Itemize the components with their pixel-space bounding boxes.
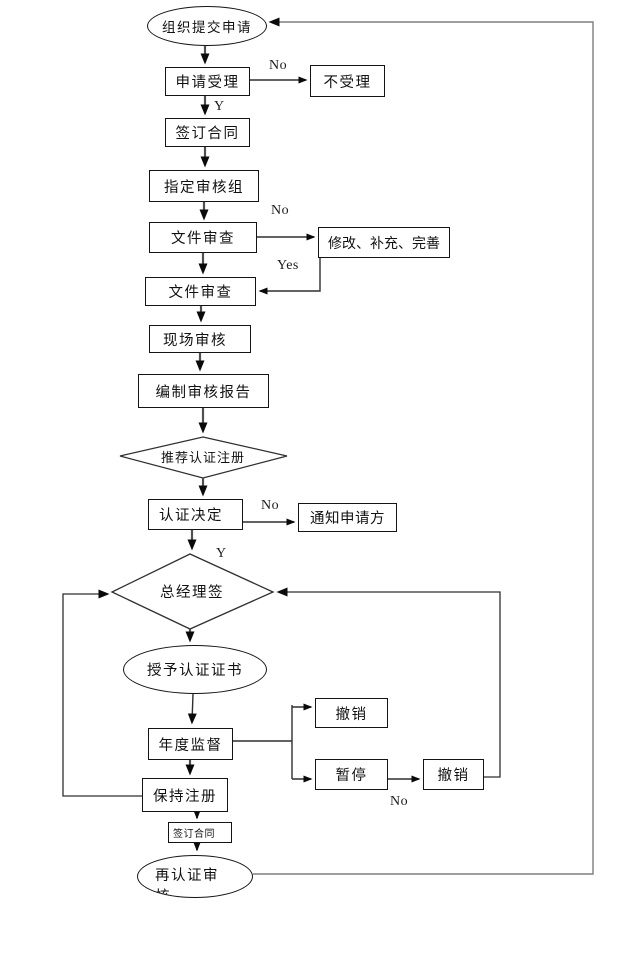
- edge-label-document-review-no: No: [271, 203, 290, 218]
- node-document-review-1: 文件审查: [149, 222, 257, 253]
- edge-revoke-loop-to-gm: [276, 587, 501, 778]
- node-annual-supervision: 年度监督: [148, 728, 233, 760]
- node-revoke-upper: 撤销: [315, 698, 388, 728]
- node-maintain-registration: 保持注册: [142, 778, 228, 812]
- node-not-accepted: 不受理: [310, 65, 385, 97]
- grant-certificate-label: 授予认证证书: [147, 663, 243, 679]
- node-assign-audit-team: 指定审核组: [149, 170, 259, 202]
- notify-applicant-label: 通知申请方: [310, 511, 385, 527]
- submit-application-label: 组织提交申请: [162, 20, 252, 35]
- node-modify-supplement-improve: 修改、补充、完善: [318, 227, 450, 258]
- document-review-1-label: 文件审查: [171, 231, 235, 247]
- node-notify-applicant: 通知申请方: [298, 503, 397, 532]
- annual-supervision-label: 年度监督: [158, 737, 223, 754]
- revoke-lower-label: 撤销: [437, 768, 470, 784]
- modify-supplement-improve-label: 修改、补充、完善: [328, 236, 440, 252]
- general-manager-sign-label: 总经理签: [132, 580, 252, 602]
- edge-label-decision-no: No: [261, 498, 280, 513]
- maintain-registration-label: 保持注册: [153, 788, 217, 805]
- recommend-registration-label: 推荐认证注册: [143, 446, 263, 466]
- node-grant-certificate: 授予认证证书: [123, 645, 267, 694]
- assign-audit-team-label: 指定审核组: [164, 179, 244, 196]
- recommend-registration-text: 推荐认证注册: [160, 449, 245, 465]
- edge-label-suspend-no: No: [390, 794, 409, 809]
- node-application-acceptance: 申请受理: [165, 67, 250, 96]
- certification-decision-label: 认证决定: [159, 508, 223, 524]
- not-accepted-label: 不受理: [323, 74, 372, 91]
- node-sign-contract-2: 签订合同: [168, 822, 232, 843]
- prepare-audit-report-label: 编制审核报告: [155, 384, 252, 401]
- edge-modify-yes-return: [258, 258, 321, 295]
- node-sign-contract: 签订合同: [165, 118, 250, 147]
- edge-label-acceptance-no: No: [269, 58, 288, 73]
- application-acceptance-label: 申请受理: [175, 75, 240, 91]
- document-review-2-label: 文件审查: [168, 285, 233, 301]
- node-suspend: 暂停: [315, 759, 388, 790]
- suspend-label: 暂停: [335, 768, 368, 784]
- edge-recert-loop-to-submit: [253, 17, 594, 875]
- recertification-audit-label: 再认证审核: [155, 868, 219, 898]
- edge-label-acceptance-yes: Y: [214, 99, 225, 114]
- edge-maintain-loop-to-gm: [62, 589, 142, 797]
- edge-label-decision-yes: Y: [216, 546, 227, 561]
- node-prepare-audit-report: 编制审核报告: [138, 374, 269, 408]
- node-revoke-lower: 撤销: [423, 759, 484, 790]
- node-document-review-2: 文件审查: [145, 277, 256, 306]
- edge-certificate-to-supervision: [187, 693, 197, 725]
- onsite-audit-label: 现场审核: [163, 332, 227, 349]
- node-submit-application: 组织提交申请: [147, 6, 267, 46]
- node-recertification-audit: 再认证审核: [137, 855, 253, 898]
- sign-contract-label: 签订合同: [175, 126, 240, 142]
- general-manager-sign-text: 总经理签: [160, 584, 224, 601]
- node-certification-decision: 认证决定: [148, 499, 243, 530]
- edge-label-document-review-yes: Yes: [277, 258, 299, 273]
- sign-contract-2-label: 签订合同: [173, 829, 215, 840]
- revoke-upper-label: 撤销: [335, 706, 368, 723]
- node-onsite-audit: 现场审核: [149, 325, 251, 353]
